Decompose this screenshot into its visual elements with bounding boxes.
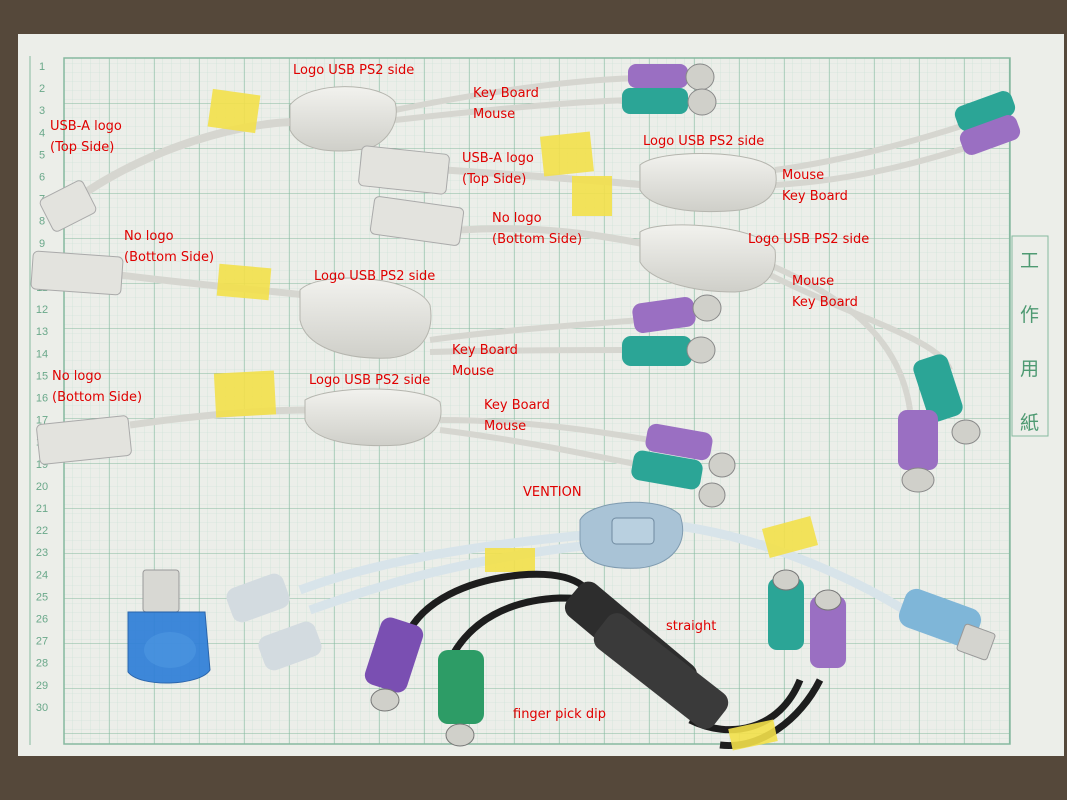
row-number: 3 [39,105,45,117]
label-keyboard-mouse-1: Key Board Mouse [473,86,539,122]
black-cable [364,569,846,751]
vention-cable [226,501,996,671]
row-number: 2 [39,83,45,95]
row-number: 14 [36,348,48,360]
side-char-4: 紙 [1020,412,1040,434]
row-number: 12 [36,304,48,316]
side-char-1: 工 [1020,250,1040,272]
row-number: 15 [36,370,48,382]
side-char-3: 用 [1020,358,1040,380]
row-number: 9 [39,238,45,250]
adapter-cable-a [39,63,717,232]
label-logo-ps2-side-5: Logo USB PS2 side [309,373,431,388]
adapter-cable-e [36,370,736,508]
row-number: 21 [36,503,48,515]
label-straight: straight [666,619,717,634]
label-no-logo-3: No logo (Bottom Side) [52,369,143,405]
row-number: 20 [36,481,48,493]
label-mouse-keyboard-1: Mouse Key Board [782,168,848,204]
row-number: 27 [36,636,48,648]
label-logo-ps2-side-3: Logo USB PS2 side [748,232,870,247]
adapter-cable-b [358,91,1021,216]
row-number: 13 [36,326,48,338]
label-keyboard-mouse-2: Key Board Mouse [452,343,518,379]
label-keyboard-mouse-3: Key Board Mouse [484,398,550,434]
label-usb-a-logo-1: USB-A logo (Top Side) [50,119,122,155]
label-usb-a-logo-2: USB-A logo (Top Side) [462,151,534,187]
row-number: 25 [36,591,48,603]
side-char-2: 作 [1020,304,1040,326]
row-number: 16 [36,393,48,405]
row-number: 5 [39,149,45,161]
adapter-cable-c [369,196,981,493]
label-no-logo-1: No logo (Bottom Side) [492,211,583,247]
row-number: 23 [36,547,48,559]
blue-ps2-usb-adapter [127,569,211,684]
side-title-box [1011,235,1049,437]
adapter-cable-d [30,250,722,366]
row-number: 29 [36,680,48,692]
row-number: 26 [36,614,48,626]
label-logo-ps2-side-1: Logo USB PS2 side [293,63,415,78]
row-number: 28 [36,658,48,670]
row-number: 22 [36,525,48,537]
label-logo-ps2-side-4: Logo USB PS2 side [314,269,436,284]
label-logo-ps2-side-2: Logo USB PS2 side [643,134,765,149]
row-number: 8 [39,216,45,228]
label-no-logo-2: No logo (Bottom Side) [124,229,215,265]
row-number: 6 [39,172,45,184]
label-vention: VENTION [523,485,582,500]
label-finger-pick-dip: finger pick dip [513,707,606,722]
label-mouse-keyboard-2: Mouse Key Board [792,274,858,310]
row-number: 4 [39,127,45,139]
row-number: 1 [39,61,45,73]
row-number: 30 [36,702,48,714]
row-number: 24 [36,569,48,581]
